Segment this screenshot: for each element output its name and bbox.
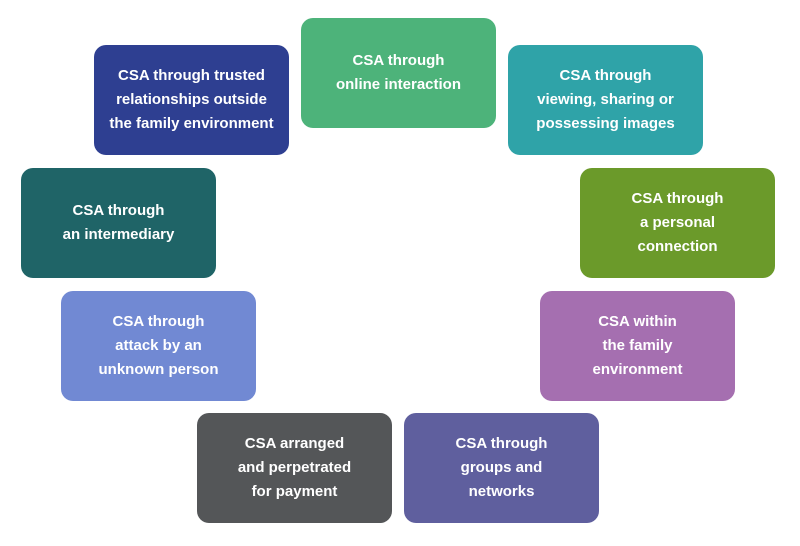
box-label: CSA through a personal connection xyxy=(631,190,724,255)
box-label: CSA through viewing, sharing or possessi… xyxy=(536,67,675,132)
box-arranged-for-payment: CSA arranged and perpetrated for payment xyxy=(197,413,392,523)
box-label: CSA through attack by an unknown person xyxy=(98,313,219,378)
box-label: CSA within the family environment xyxy=(592,313,683,378)
box-viewing-sharing-images: CSA through viewing, sharing or possessi… xyxy=(508,45,703,155)
box-intermediary: CSA through an intermediary xyxy=(21,168,216,278)
box-personal-connection: CSA through a personal connection xyxy=(580,168,775,278)
box-label: CSA through an intermediary xyxy=(62,202,175,243)
box-label: CSA through groups and networks xyxy=(455,435,548,500)
box-groups-networks: CSA through groups and networks xyxy=(404,413,599,523)
box-family-environment: CSA within the family environment xyxy=(540,291,735,401)
box-label: CSA arranged and perpetrated for payment xyxy=(237,435,352,500)
box-trusted-relationships: CSA through trusted relationships outsid… xyxy=(94,45,289,155)
box-label: CSA through trusted relationships outsid… xyxy=(109,67,274,132)
box-online-interaction: CSA through online interaction xyxy=(301,18,496,128)
box-attack-unknown-person: CSA through attack by an unknown person xyxy=(61,291,256,401)
box-label: CSA through online interaction xyxy=(335,52,461,93)
